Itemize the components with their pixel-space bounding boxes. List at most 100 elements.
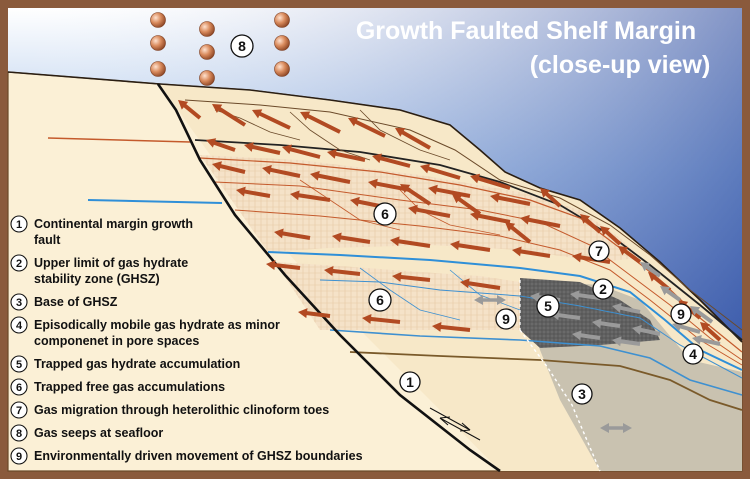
- gas-arrow: [268, 167, 301, 178]
- legend-number: 1: [16, 219, 22, 231]
- legend-item-text: Trapped free gas accumulations: [34, 380, 225, 394]
- gas-arrow: [456, 243, 491, 252]
- gas-arrow: [438, 324, 471, 332]
- gas-arrow-head: [282, 144, 292, 155]
- legend-number-circle: [10, 378, 28, 396]
- gas-arrow-head: [452, 194, 463, 204]
- hydrate-arrow-head: [612, 336, 622, 347]
- hydrate-arrow: [598, 321, 621, 328]
- gas-arrow: [466, 281, 501, 290]
- seafloor-line: [7, 71, 743, 343]
- gas-arrow: [404, 186, 432, 206]
- hydrate-arrow: [578, 333, 601, 340]
- marker-6-lower-label: 6: [376, 292, 384, 308]
- legend-item-text: Environmentally driven movement of GHSZ …: [34, 449, 363, 463]
- gas-arrow-head: [450, 240, 460, 251]
- marker-8: 8: [230, 34, 254, 58]
- gas-arrow: [456, 196, 482, 216]
- growth-fault: [156, 83, 501, 473]
- hydrate-arrow-head: [570, 290, 580, 301]
- gas-arrow-head: [178, 100, 189, 110]
- gas-bubble: [199, 21, 215, 37]
- free-gas-zone-lower: [275, 262, 520, 330]
- gas-bubble: [274, 35, 290, 51]
- gas-arrow-head: [300, 111, 311, 121]
- gas-bubble: [274, 12, 290, 28]
- gas-arrow-head: [470, 173, 481, 184]
- gas-arrow: [703, 325, 722, 342]
- legend-item-text: Gas seeps at seafloor: [34, 426, 163, 440]
- gas-arrow: [426, 166, 461, 180]
- gas-arrow-head: [332, 232, 342, 243]
- gas-arrow: [434, 187, 471, 198]
- gas-arrow: [242, 189, 271, 198]
- gas-arrow: [305, 113, 341, 134]
- legend-item-text: Continental margin growth: [34, 217, 193, 231]
- marker-7: 7: [588, 240, 610, 262]
- gas-arrow: [496, 195, 531, 206]
- legend-number: 7: [16, 405, 22, 417]
- title-line-2: (close-up view): [530, 51, 711, 79]
- gas-arrow-head: [392, 271, 402, 282]
- gas-arrow-head: [310, 170, 320, 181]
- marker-2: 2: [592, 278, 614, 300]
- gas-arrow: [316, 173, 351, 184]
- gas-arrow-head: [368, 178, 378, 189]
- gas-arrow: [211, 140, 236, 152]
- marker-9-right-label: 9: [677, 306, 685, 322]
- gas-arrow-head: [580, 214, 591, 224]
- gas-arrow-head: [540, 188, 551, 198]
- footwall-gas-layer: [47, 137, 191, 143]
- gas-arrow: [353, 119, 386, 138]
- gas-arrow-head: [290, 190, 300, 201]
- gas-bubble: [274, 61, 290, 77]
- gas-arrow-head: [350, 196, 360, 207]
- gas-arrow: [543, 191, 562, 208]
- hydrate-arrow: [618, 305, 641, 314]
- marker-2-label: 2: [599, 281, 607, 297]
- marker-1: 1: [399, 371, 421, 393]
- gas-arrow: [333, 151, 366, 162]
- legend-number-circle: [10, 215, 28, 233]
- legend-number-circle: [10, 293, 28, 311]
- gas-arrow-head: [420, 163, 431, 174]
- gas-arrow-head: [327, 148, 337, 159]
- gas-arrow-head: [262, 164, 272, 175]
- gas-arrow-head: [490, 192, 500, 203]
- gas-arrow-head: [252, 109, 263, 119]
- gas-seep-bubbles: [150, 12, 290, 86]
- gas-arrow-head: [520, 214, 530, 225]
- gas-arrow-head: [400, 184, 411, 194]
- gas-arrow-head: [460, 278, 470, 289]
- gas-arrow-head: [372, 153, 382, 164]
- gas-arrow: [218, 163, 246, 174]
- footwall-ghsz-layer: [87, 199, 223, 204]
- legend-number-circle: [10, 447, 28, 465]
- gas-arrow-head: [572, 252, 582, 263]
- legend-item-text: Base of GHSZ: [34, 295, 118, 309]
- gas-arrow: [338, 235, 371, 244]
- marker-6-lower: 6: [368, 288, 392, 312]
- gas-arrow: [396, 239, 431, 248]
- legend-item-text: Episodically mobile gas hydrate as minor: [34, 318, 280, 332]
- legend-number-circle: [10, 254, 28, 272]
- gas-arrow: [272, 262, 301, 270]
- gas-arrow: [603, 229, 622, 246]
- gas-arrow: [296, 193, 331, 202]
- legend-item-text: Gas migration through heterolithic clino…: [34, 403, 329, 417]
- gas-bubble: [150, 61, 166, 77]
- marker-3-label: 3: [578, 386, 586, 402]
- hydrate-arrow-head: [572, 330, 582, 341]
- legend-number-circle: [10, 424, 28, 442]
- gas-arrow: [583, 217, 602, 234]
- legend-number: 4: [16, 320, 23, 332]
- gas-arrow: [368, 316, 401, 324]
- gas-arrow: [378, 155, 411, 168]
- hydrate-arrow: [694, 308, 714, 324]
- gas-hydrate-zone: [520, 278, 660, 348]
- gas-arrow-head: [212, 104, 223, 114]
- hydrate-arrow: [576, 292, 601, 300]
- legend-number: 2: [16, 258, 22, 270]
- legend-item-text: componenet in pore spaces: [34, 334, 199, 348]
